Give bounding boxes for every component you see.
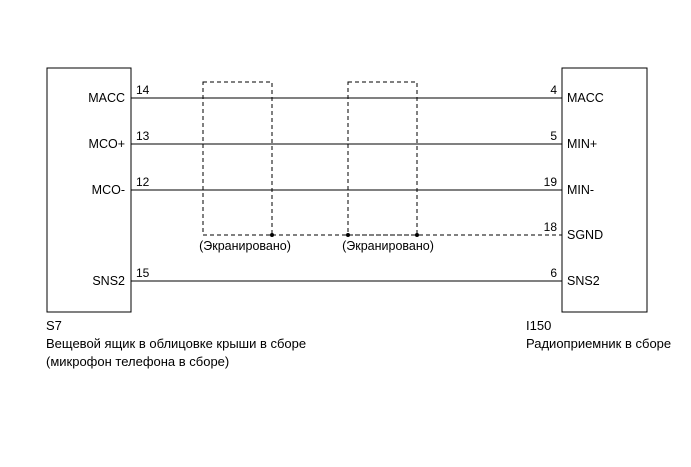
right-pin-label-min-minus: MIN- — [567, 183, 594, 197]
shield-junction-1 — [270, 233, 274, 237]
right-connector-name: Радиоприемник в сборе — [526, 336, 672, 351]
right-pin-number-18: 18 — [544, 220, 558, 234]
right-connector-code: I150 — [526, 318, 552, 333]
left-connector-code: S7 — [46, 318, 62, 333]
left-pin-label-mco-plus: MCO+ — [89, 137, 125, 151]
left-connector-name-line1: Вещевой ящик в облицовке крыши в сборе — [46, 336, 307, 351]
shield-label-1: (Экранировано) — [199, 239, 291, 253]
left-pin-label-macc: MACC — [88, 91, 125, 105]
left-connector-caption: S7 Вещевой ящик в облицовке крыши в сбор… — [46, 317, 306, 371]
shield-box-2 — [347, 81, 418, 236]
left-pin-number-14: 14 — [136, 83, 150, 97]
left-pin-number-12: 12 — [136, 175, 150, 189]
left-pin-number-15: 15 — [136, 266, 150, 280]
shield-junction-2a — [346, 233, 350, 237]
shield-box-1 — [202, 81, 273, 236]
right-pin-label-sns2: SNS2 — [567, 274, 600, 288]
right-pin-number-5: 5 — [550, 129, 557, 143]
shield-label-2: (Экранировано) — [342, 239, 434, 253]
right-pin-label-min-plus: MIN+ — [567, 137, 597, 151]
left-pin-number-13: 13 — [136, 129, 150, 143]
right-pin-number-6: 6 — [550, 266, 557, 280]
right-connector-caption: I150 Радиоприемник в сборе — [526, 317, 671, 353]
right-pin-label-macc: MACC — [567, 91, 604, 105]
right-pin-number-19: 19 — [544, 175, 558, 189]
left-pin-label-sns2: SNS2 — [92, 274, 125, 288]
shield-junction-2b — [415, 233, 419, 237]
right-pin-number-4: 4 — [550, 83, 557, 97]
right-pin-label-sgnd: SGND — [567, 228, 603, 242]
left-connector-name-line2: (микрофон телефона в сборе) — [46, 354, 230, 369]
left-pin-label-mco-minus: MCO- — [92, 183, 125, 197]
